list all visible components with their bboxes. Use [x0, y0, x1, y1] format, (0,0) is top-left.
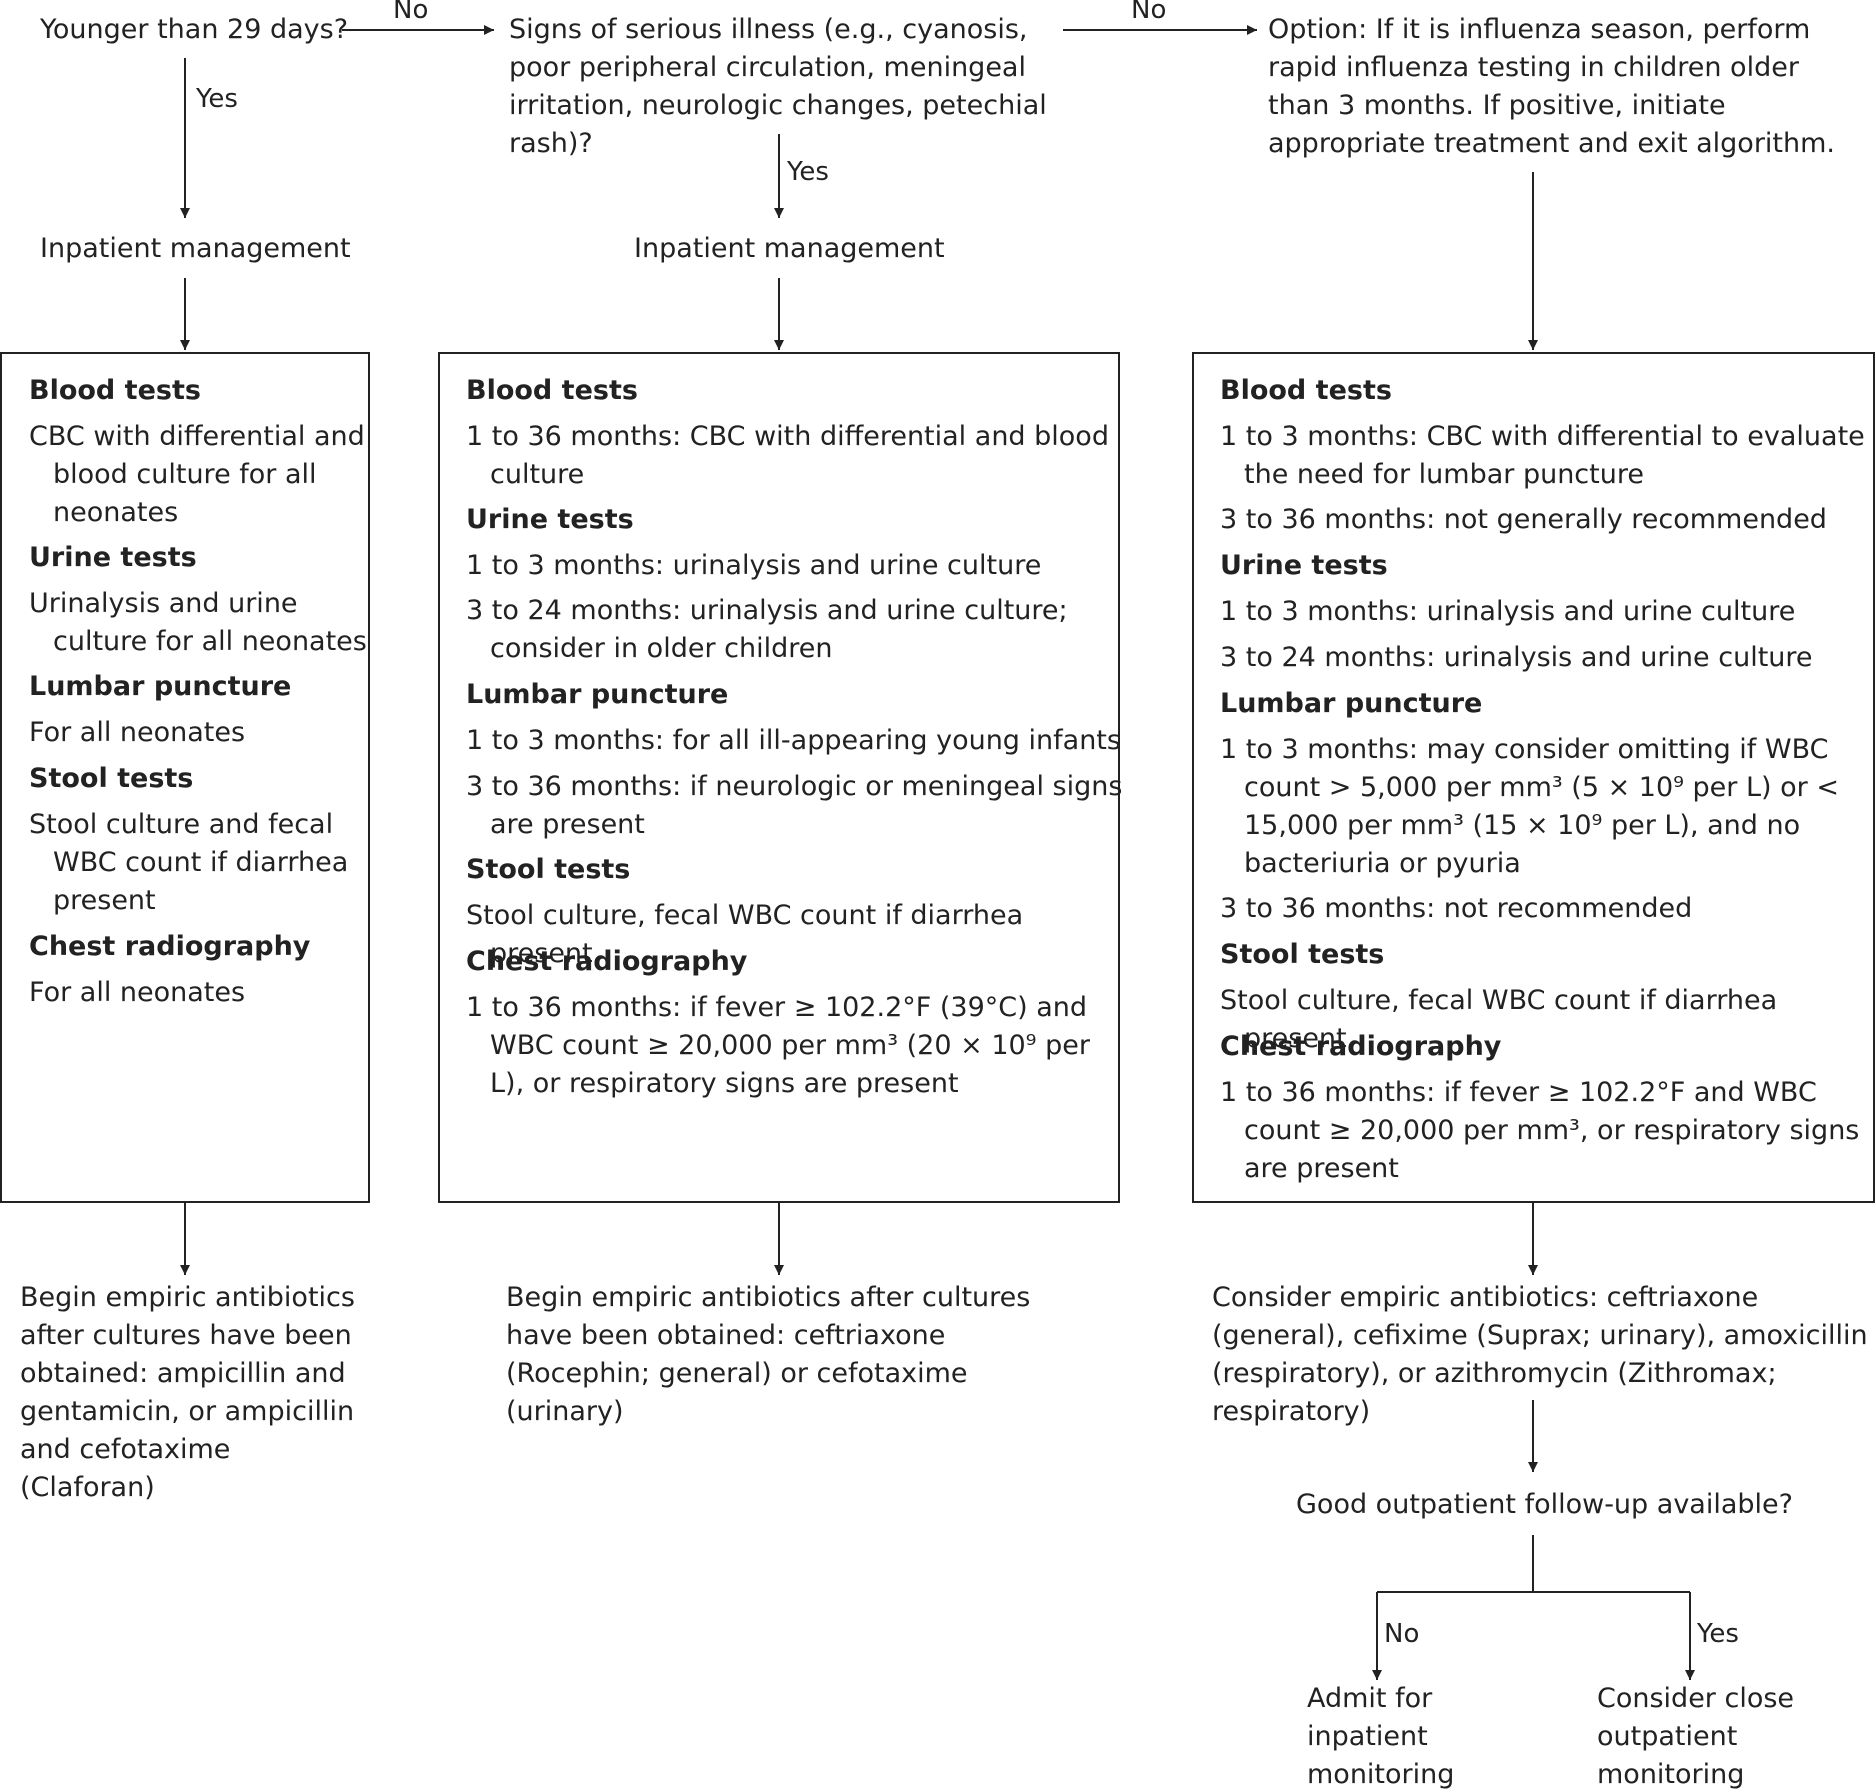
heading-blood-tests: Blood tests	[466, 375, 638, 406]
entry-urine-2: 3 to 24 months: urinalysis and urine cul…	[466, 595, 1068, 664]
heading-chest-radiography: Chest radiography	[1220, 1031, 1502, 1062]
entry-lumbar: For all neonates	[29, 717, 246, 748]
decision-serious-illness: Signs of serious illness (e.g., cyanosis…	[509, 14, 1047, 159]
box-neonates: Blood tests CBC with differential and bl…	[0, 352, 370, 1203]
heading-lumbar-puncture: Lumbar puncture	[1220, 688, 1483, 719]
outcome-middle-antibiotics: Begin empiric antibiotics after cultures…	[506, 1282, 1031, 1427]
inpatient-management-left: Inpatient management	[40, 233, 351, 264]
entry-blood: CBC with differential and blood culture …	[29, 421, 365, 528]
entry-chest: For all neonates	[29, 977, 246, 1008]
heading-chest-radiography: Chest radiography	[466, 946, 748, 977]
outcome-right-antibiotics: Consider empiric antibiotics: ceftriaxon…	[1212, 1282, 1868, 1427]
entry-chest-1: 1 to 36 months: if fever ≥ 102.2°F and W…	[1220, 1077, 1860, 1184]
entry-lumbar-1: 1 to 3 months: may consider omitting if …	[1220, 734, 1839, 879]
inpatient-management-middle: Inpatient management	[634, 233, 945, 264]
decision-age: Younger than 29 days?	[40, 14, 349, 45]
entry-urine-1: 1 to 3 months: urinalysis and urine cult…	[1220, 596, 1796, 627]
heading-chest-radiography: Chest radiography	[29, 931, 311, 962]
entry-chest-1: 1 to 36 months: if fever ≥ 102.2°F (39°C…	[466, 992, 1090, 1099]
entry-blood-1: 1 to 36 months: CBC with differential an…	[466, 421, 1109, 490]
outcome-admit-inpatient: Admit for inpatient monitoring	[1307, 1683, 1455, 1790]
label-yes-age: Yes	[196, 84, 238, 114]
heading-blood-tests: Blood tests	[29, 375, 201, 406]
heading-stool-tests: Stool tests	[1220, 939, 1385, 970]
heading-urine-tests: Urine tests	[466, 504, 634, 535]
entry-blood-1: 1 to 3 months: CBC with differential to …	[1220, 421, 1865, 490]
decision-influenza-option: Option: If it is influenza season, perfo…	[1268, 14, 1835, 159]
entry-lumbar-2: 3 to 36 months: if neurologic or meninge…	[466, 771, 1123, 840]
label-yes-serious: Yes	[787, 157, 829, 187]
entry-blood-2: 3 to 36 months: not generally recommende…	[1220, 504, 1827, 535]
entry-urine: Urinalysis and urine culture for all neo…	[29, 588, 367, 657]
outcome-close-outpatient: Consider close outpatient monitoring	[1597, 1683, 1795, 1790]
entry-stool-1: Stool culture, fecal WBC count if diarrh…	[1220, 985, 1778, 1054]
label-no-followup: No	[1384, 1619, 1420, 1649]
entry-stool: Stool culture and fecal WBC count if dia…	[29, 809, 349, 916]
entry-lumbar-1: 1 to 3 months: for all ill-appearing you…	[466, 725, 1121, 756]
label-yes-followup: Yes	[1697, 1619, 1739, 1649]
heading-stool-tests: Stool tests	[466, 854, 631, 885]
entry-urine-1: 1 to 3 months: urinalysis and urine cult…	[466, 550, 1042, 581]
heading-urine-tests: Urine tests	[29, 542, 197, 573]
heading-lumbar-puncture: Lumbar puncture	[466, 679, 729, 710]
heading-blood-tests: Blood tests	[1220, 375, 1392, 406]
box-serious-illness: Blood tests 1 to 36 months: CBC with dif…	[438, 352, 1122, 1203]
entry-lumbar-2: 3 to 36 months: not recommended	[1220, 893, 1693, 924]
label-no-age: No	[393, 0, 429, 25]
entry-urine-2: 3 to 24 months: urinalysis and urine cul…	[1220, 642, 1813, 673]
label-no-serious: No	[1131, 0, 1167, 25]
decision-followup: Good outpatient follow-up available?	[1296, 1489, 1793, 1520]
heading-urine-tests: Urine tests	[1220, 550, 1388, 581]
entry-stool-1: Stool culture, fecal WBC count if diarrh…	[466, 900, 1024, 969]
outcome-left-antibiotics: Begin empiric antibiotics after cultures…	[20, 1282, 355, 1503]
box-no-serious-illness: Blood tests 1 to 3 months: CBC with diff…	[1192, 352, 1875, 1203]
heading-lumbar-puncture: Lumbar puncture	[29, 671, 292, 702]
heading-stool-tests: Stool tests	[29, 763, 194, 794]
